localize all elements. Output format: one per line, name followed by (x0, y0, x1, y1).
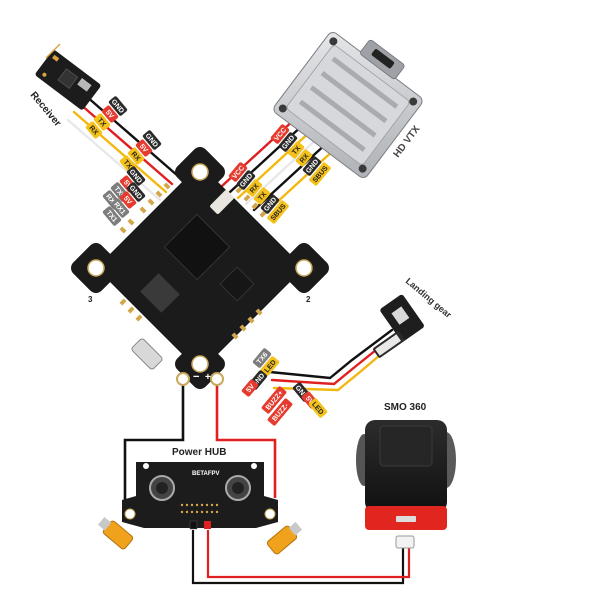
receiver-pin-label-2: TX (93, 113, 111, 131)
fc-left-pin-label-2: RX (127, 147, 145, 165)
fc-left-pin-label-9: 5V (119, 191, 137, 209)
svg-text:5V: 5V (104, 109, 115, 120)
motor-number-2: 2 (306, 295, 311, 304)
svg-text:RX: RX (129, 151, 141, 163)
battery-leads (123, 380, 277, 500)
svg-text:5V: 5V (122, 179, 133, 190)
polarity-minus-fc: − (193, 371, 199, 383)
pads (119, 182, 267, 340)
svg-text:5V: 5V (122, 195, 133, 206)
vtx-pin-label-3: RX (295, 149, 313, 167)
hub-to-camera-wires (191, 530, 411, 585)
receiver-pin-label-1: 5V (101, 105, 119, 123)
landing-gear-wires (268, 328, 402, 392)
receiver[interactable] (34, 49, 101, 111)
svg-text:RX: RX (299, 152, 311, 164)
receiver-label: Receiver (28, 90, 63, 129)
landing-gear[interactable] (356, 294, 425, 359)
camera-power-connector (395, 535, 415, 549)
svg-text:TX: TX (96, 117, 107, 129)
fc-right-pin-label-3: TX (253, 187, 271, 205)
vtx-pin-label-2: TX (287, 141, 305, 159)
hd-vtx[interactable] (272, 17, 434, 179)
svg-text:5V: 5V (304, 395, 315, 406)
receiver-antenna (45, 43, 61, 59)
power-hub[interactable] (122, 462, 278, 530)
flight-controller[interactable] (68, 144, 333, 393)
smo360-camera[interactable] (356, 420, 456, 530)
smo360-label: SMO 360 (384, 402, 427, 413)
svg-text:5V: 5V (138, 143, 149, 154)
svg-text:TX: TX (291, 145, 302, 157)
motor-number-4: 4 (89, 265, 94, 274)
fc-right-pin-label-2: RX (245, 179, 263, 197)
motor-number-1: 1 (312, 265, 317, 274)
fc-left-pin-label-1: 5V (135, 139, 153, 157)
fc-bottom-pin-label-3: 5V (241, 379, 259, 397)
hub-brand: BETAFPV (192, 471, 220, 477)
svg-text:RX: RX (249, 182, 261, 194)
svg-text:RX: RX (87, 125, 99, 137)
polarity-plus-fc: + (205, 372, 211, 383)
xt30-connector-left[interactable] (96, 515, 134, 550)
power-hub-label: Power HUB (172, 447, 226, 458)
svg-text:TX: TX (122, 159, 133, 171)
svg-text:TX: TX (257, 191, 268, 203)
xt30-connector-right[interactable] (266, 520, 304, 555)
motor-number-3: 3 (88, 295, 93, 304)
svg-text:5V: 5V (245, 383, 256, 394)
receiver-pin-label-3: RX (85, 121, 103, 139)
